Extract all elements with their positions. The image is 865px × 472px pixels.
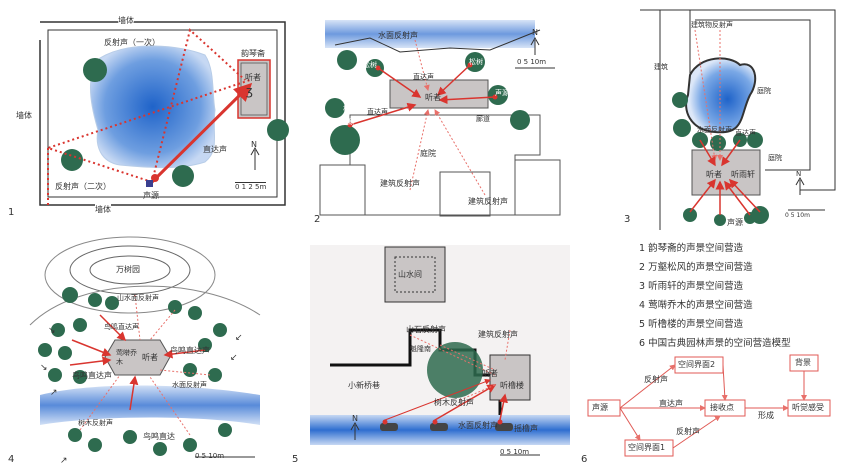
svg-text:↙: ↙ — [230, 353, 238, 363]
p5-hill-reflect: 山石反射声 — [406, 325, 446, 334]
p2-pine2: 松树 — [469, 58, 483, 66]
p4-bird-direct4: 鸟鸣直达 — [143, 432, 175, 441]
p4-bird-direct2: 鸟鸣直达声 — [170, 346, 210, 355]
p4-listener: 听者 — [142, 353, 158, 362]
p5-listener: 听者 — [482, 369, 498, 378]
panel-5-number: 5 — [292, 454, 299, 465]
p1-listener: 听者 — [245, 73, 261, 82]
p4-water-reflect: 山水面反射声 — [117, 294, 159, 302]
svg-text:↗: ↗ — [50, 388, 58, 398]
panel-2-number: 2 — [314, 214, 321, 225]
p1-wall-top: 墙体 — [118, 15, 134, 26]
p3-hall: 听雨轩 — [731, 170, 755, 179]
svg-text:↘: ↘ — [48, 326, 56, 336]
p5-building: 山水间 — [398, 270, 422, 279]
model-background-node: 背景 — [795, 358, 811, 367]
panel-5-diagram — [310, 245, 570, 456]
p5-bld-reflect: 建筑反射声 — [478, 330, 518, 339]
model-space1-node: 空间界面1 — [628, 443, 666, 452]
p1-source: 声源 — [143, 191, 159, 200]
ear-icon: ʒ — [246, 84, 253, 98]
svg-text:↘: ↘ — [40, 363, 48, 373]
p1-wall-left: 墙体 — [16, 110, 32, 121]
model-space2-node: 空间界面2 — [678, 360, 716, 369]
model-reflect-top: 反射声 — [644, 375, 668, 384]
p5-hall: 听橹楼 — [500, 381, 524, 390]
model-direct: 直达声 — [659, 399, 683, 408]
p3-water-reflect: 水面反射声 — [697, 126, 732, 134]
p2-water-reflect: 水面反射声 — [378, 31, 418, 40]
p4-bird-direct1: 鸟鸣直达声 — [104, 323, 139, 331]
p2-bld-reflect1: 建筑反射声 — [380, 179, 420, 188]
model-receiver-node: 接收点 — [710, 403, 734, 412]
p1-reflect1: 反射声（一次） — [104, 38, 160, 47]
p2-north: N — [532, 28, 538, 37]
model-perception-node: 听觉感受 — [792, 403, 824, 412]
p3-courtyard2: 庭院 — [768, 154, 782, 162]
model-source-node: 声源 — [592, 403, 608, 412]
p2-source1: 声源 — [495, 89, 509, 97]
legend-item-4: 4 莺啭乔木的声景空间营造 — [639, 300, 753, 311]
p2-scale: 0 5 10m — [517, 58, 547, 66]
p1-direct: 直达声 — [203, 145, 227, 154]
legend-item-5: 5 听橹楼的声景空间营造 — [639, 319, 744, 330]
svg-text:↙: ↙ — [235, 333, 243, 343]
p3-listener: 听者 — [706, 170, 722, 179]
panel-3-diagram — [640, 9, 836, 230]
model-reflect-bottom: 反射声 — [676, 427, 700, 436]
p4-hill: 万树园 — [116, 265, 140, 274]
p3-courtyard1: 庭院 — [757, 87, 771, 95]
p1-north: N — [251, 140, 257, 149]
p4-scale: 0 5 10m — [195, 452, 225, 460]
p4-bird-direct3: 鸟鸣直达声 — [72, 371, 112, 380]
p1-wall-bottom: 墙体 — [95, 204, 111, 215]
p3-bld-reflect: 建筑物反射声 — [691, 21, 733, 29]
panel-1-diagram — [39, 21, 289, 206]
p3-north: N — [796, 170, 802, 178]
p5-oar: 摇橹声 — [514, 424, 538, 433]
svg-text:↗: ↗ — [60, 456, 68, 466]
p5-scale: 0 5 10m — [500, 448, 530, 456]
p3-scale: 0 5 10m — [785, 212, 810, 219]
panel-6-diagram — [587, 354, 831, 457]
p5-north: N — [352, 414, 358, 423]
p2-direct2: 直达声 — [367, 108, 388, 116]
p3-building: 建筑 — [654, 63, 668, 71]
panel-2-diagram — [319, 20, 561, 217]
p4-tree-reflect: 树木反射声 — [78, 419, 113, 427]
panel-6-number: 6 — [581, 454, 588, 465]
panel-3-number: 3 — [624, 214, 631, 225]
model-form-label: 形成 — [758, 411, 774, 420]
p5-bridge: 小新桥巷 — [348, 381, 380, 390]
p2-pine1: 松树 — [363, 61, 377, 69]
p1-building: 韵琴斋 — [241, 49, 265, 58]
legend-item-3: 3 听雨轩的声景空间营造 — [639, 281, 744, 292]
p3-source: 声源 — [727, 218, 743, 227]
p5-corridor: 魁隆南 — [410, 345, 431, 353]
legend-item-2: 2 万壑松风的声景空间营造 — [639, 262, 753, 273]
panel-1-number: 1 — [8, 207, 15, 218]
p2-bld-reflect2: 建筑反射声 — [468, 197, 508, 206]
panel-4-diagram: ↘ ↘ ↗ ↙ ↙ ↗ — [29, 236, 261, 466]
p1-scale: 0 1 2 5m — [235, 182, 267, 191]
legend-item-1: 1 韵琴斋的声景空间营造 — [639, 243, 744, 254]
p2-direct1: 直达声 — [413, 73, 434, 81]
p3-direct: 直达声 — [735, 129, 756, 137]
p2-courtyard: 庭院 — [420, 149, 436, 158]
p5-tree-reflect: 树木反射声 — [434, 398, 474, 407]
p1-reflect2: 反射声（二次） — [55, 182, 111, 191]
p4-water-reflect2: 水面反射声 — [172, 381, 207, 389]
legend-item-6: 6 中国古典园林声景的空间营造模型 — [639, 338, 791, 349]
p2-pine3: 松树 — [343, 105, 357, 113]
p5-water-reflect: 水面反射声 — [458, 421, 498, 430]
panel-4-number: 4 — [8, 454, 15, 465]
p2-source2: 声源 — [340, 118, 354, 126]
p4-hall: 莺啭乔木 — [116, 349, 137, 366]
p2-listener: 听者 — [425, 93, 441, 102]
p2-corridor: 廊道 — [476, 115, 490, 123]
